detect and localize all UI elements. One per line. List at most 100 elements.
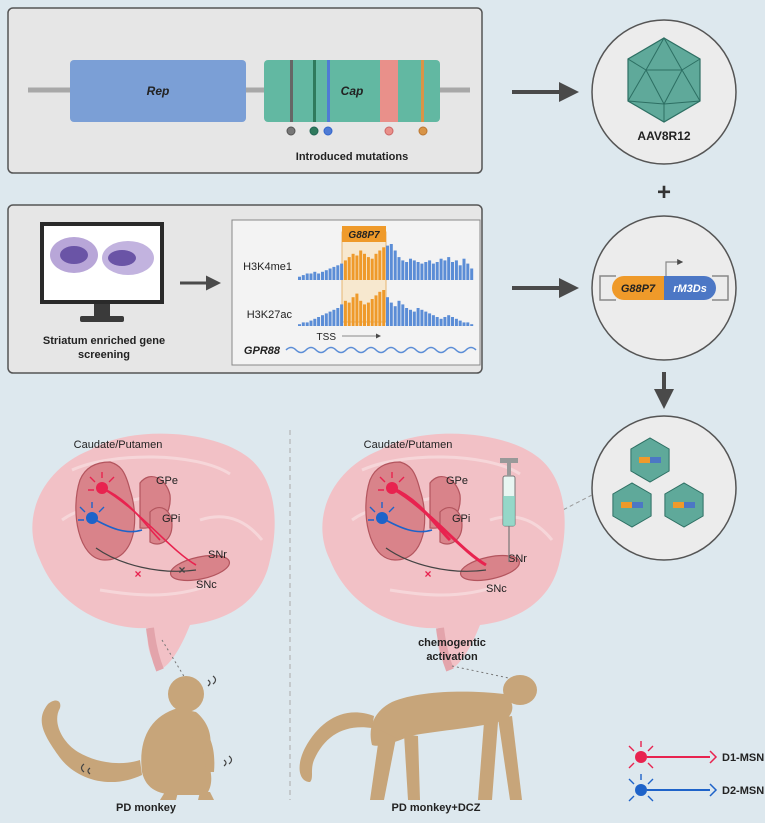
- right-label-gpe: GPe: [446, 475, 468, 487]
- mutation-stripe-4: [421, 60, 424, 122]
- track-bar: [443, 317, 447, 326]
- rep-gene-block: [70, 60, 246, 122]
- rep-label: Rep: [147, 84, 170, 98]
- track-bar: [397, 300, 401, 326]
- transcription-start-arrow: [665, 259, 684, 276]
- virion-payload-segment: [632, 502, 643, 508]
- track-bar: [431, 315, 435, 326]
- mutation-stripe-3: [327, 60, 330, 122]
- track-bar: [458, 320, 462, 326]
- right-label-snc: SNc: [486, 583, 507, 595]
- track-bar: [439, 318, 443, 326]
- track-bar: [309, 273, 313, 280]
- track-bar: [447, 257, 451, 280]
- track-bar: [370, 258, 374, 280]
- h3k4me1-track: [298, 244, 474, 280]
- track-bar: [317, 273, 321, 280]
- itr-brackets: [599, 275, 729, 301]
- track-bar: [412, 311, 416, 326]
- track-bar: [428, 260, 432, 280]
- serotype-label: AAV8R12: [637, 129, 690, 143]
- gene-strand-wave: [285, 346, 477, 354]
- track-bar: [401, 260, 405, 280]
- track-bar: [332, 309, 336, 326]
- track-bar: [409, 309, 412, 326]
- track-bar: [347, 257, 351, 280]
- track-bar: [416, 308, 420, 326]
- track-bar: [305, 273, 309, 280]
- track-bar: [301, 322, 305, 326]
- monitor-neck: [94, 304, 110, 316]
- track-bar: [447, 315, 451, 326]
- track-bar: [366, 302, 370, 326]
- track-bar: [298, 324, 301, 326]
- track-bar: [393, 306, 397, 326]
- virion-payload-segment: [650, 457, 661, 463]
- track-bar: [355, 293, 359, 326]
- construct-promoter-label: G88P7: [621, 283, 656, 295]
- left-caption: PD monkey: [116, 802, 177, 814]
- track-bar: [366, 257, 370, 280]
- track-bar: [397, 257, 401, 280]
- virion-payload-segment: [684, 502, 695, 508]
- left-label-snc: SNc: [196, 579, 217, 591]
- track-bar: [378, 250, 382, 280]
- track-bar: [466, 322, 470, 326]
- track-bar: [451, 262, 454, 280]
- track-bar: [363, 304, 366, 326]
- brain-left: [32, 433, 275, 672]
- track-bar: [424, 262, 428, 280]
- tremor-marks: [80, 675, 233, 775]
- legend-d1-label: D1-MSN: [722, 752, 764, 764]
- right-block-mark: ×: [424, 567, 431, 581]
- screening-caption-line2: screening: [78, 349, 130, 361]
- brain-right: [322, 433, 565, 672]
- track-bar: [443, 260, 447, 280]
- mutation-dot-2: [309, 126, 319, 136]
- screening-caption-line1: Striatum enriched gene: [43, 335, 165, 347]
- right-leader-line: [451, 665, 519, 681]
- tss-label: TSS: [317, 332, 337, 343]
- track-bar: [343, 260, 347, 280]
- right-label-snr: SNr: [508, 553, 527, 565]
- track-bar: [324, 270, 328, 280]
- legend-d2-label: D2-MSN: [722, 785, 764, 797]
- right-label-gpi: GPi: [452, 513, 470, 525]
- packaged-virus-circle: [591, 415, 737, 561]
- track-bar: [359, 250, 363, 280]
- right-neuron-d1-icon: [378, 472, 405, 494]
- gene-label-gpr88: GPR88: [244, 345, 281, 357]
- track-bar: [409, 258, 412, 280]
- track-bar: [363, 253, 366, 280]
- track-bar: [374, 253, 378, 280]
- track-bar: [370, 299, 374, 326]
- track-bar: [336, 265, 340, 280]
- track-bar: [313, 271, 317, 280]
- cap-label: Cap: [341, 84, 364, 98]
- track-bar: [355, 255, 359, 280]
- track-bar: [309, 320, 313, 326]
- legend-d2-icon: [628, 774, 718, 802]
- monitor-base: [80, 316, 124, 322]
- track-bar: [389, 302, 393, 326]
- mutation-dot-4: [384, 126, 394, 136]
- left-neuron-d1-icon: [88, 472, 115, 494]
- mutations-caption: Introduced mutations: [296, 151, 408, 163]
- left-label-snr: SNr: [208, 549, 227, 561]
- track-bar: [340, 304, 344, 326]
- left-label-caudate-putamen: Caudate/Putamen: [74, 439, 163, 451]
- track-bar: [332, 266, 336, 280]
- track-bar: [386, 297, 389, 326]
- mutation-stripe-2: [313, 60, 316, 122]
- promoter-tag-label: G88P7: [348, 230, 380, 241]
- left-label-gpi: GPi: [162, 513, 180, 525]
- right-label-caudate-putamen: Caudate/Putamen: [364, 439, 453, 451]
- track-bar: [347, 302, 351, 326]
- track-label-h3k4me1: H3K4me1: [243, 261, 292, 273]
- mutation-dot-5: [418, 126, 428, 136]
- legend-d1-icon: [628, 741, 718, 769]
- track-bar: [420, 263, 424, 280]
- track-bar: [374, 295, 378, 326]
- track-bar: [321, 315, 324, 326]
